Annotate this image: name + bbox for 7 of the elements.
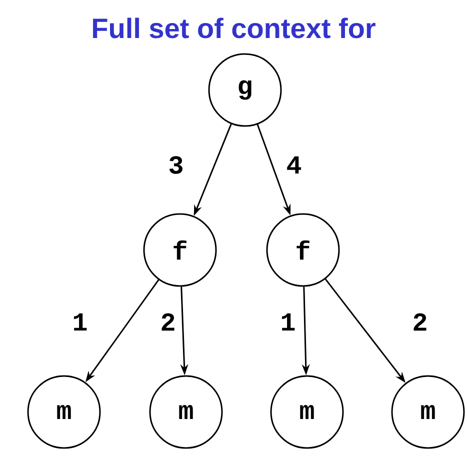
edge-label: 4	[285, 155, 303, 175]
edge-label: 1	[279, 312, 297, 332]
edge-label: 3	[167, 155, 185, 175]
edge-label: 2	[159, 312, 177, 332]
edge-label: 2	[411, 312, 429, 332]
edge-label: 1	[71, 312, 89, 332]
title: Full set of context for	[93, 18, 376, 38]
